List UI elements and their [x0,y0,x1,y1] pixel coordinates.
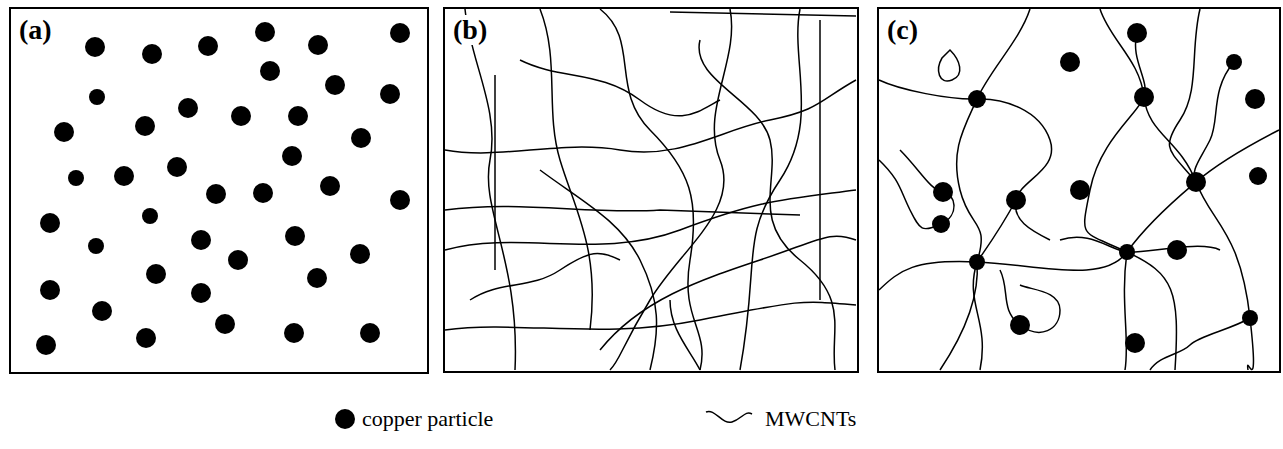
copper-particle [260,61,280,81]
copper-particle [284,323,304,343]
copper-particle [968,90,986,108]
copper-particle [231,106,251,126]
copper-particle [1134,87,1154,107]
copper-particle [933,182,953,202]
copper-particle [1010,315,1030,335]
copper-particle [320,176,340,196]
legend-particle-sample [335,409,355,429]
copper-particle [135,116,155,136]
copper-particles [36,22,410,355]
copper-particle [206,184,226,204]
panel-label: (c) [885,15,920,45]
legend-text: MWCNTs [765,406,856,432]
copper-particle [288,106,308,126]
copper-particle [390,23,410,43]
copper-particle [36,335,56,355]
copper-particle [255,22,275,42]
copper-particle [307,268,327,288]
copper-particle [142,44,162,64]
copper-particle [1249,167,1267,185]
copper-particle [167,157,187,177]
copper-particles-composite [932,23,1267,353]
copper-particle [1060,52,1080,72]
copper-particle [215,314,235,334]
copper-particle [1226,54,1242,70]
copper-particle [54,122,74,142]
copper-particle [68,170,84,186]
panel-label: (b) [451,15,489,45]
copper-particle [136,328,156,348]
panel-frame: (b) [443,7,859,373]
mwcnt-network-composite [879,9,1279,370]
copper-particle [1242,310,1258,326]
panel-frame: (c) [877,7,1281,373]
copper-particle [1127,23,1147,43]
copper-particle [89,89,105,105]
copper-particle [351,128,371,148]
copper-particle [191,230,211,250]
copper-particle [114,166,134,186]
copper-particle [390,190,410,210]
copper-particle [88,238,104,254]
copper-particle [142,208,158,224]
copper-particle [92,301,112,321]
copper-particle [325,75,345,95]
copper-particle [380,84,400,104]
copper-particle [146,264,166,284]
copper-particle [228,250,248,270]
copper-particle [285,226,305,246]
copper-particle [932,215,950,233]
copper-particle [969,254,985,270]
copper-particle [178,98,198,118]
copper-particle [1119,244,1135,260]
copper-particle [1006,190,1026,210]
mwcnt-network [445,9,856,370]
copper-particle [40,280,60,300]
copper-particle [85,37,105,57]
legend-tube-sample [706,411,752,422]
panel-label: (a) [17,15,54,45]
copper-particle [198,36,218,56]
copper-particle [350,244,370,264]
legend-text: copper particle [362,406,493,432]
copper-particle [40,213,60,233]
panel-frame: (a) [9,7,429,374]
copper-particle [282,146,302,166]
copper-particle [360,323,380,343]
copper-particle [191,283,211,303]
copper-particle [1070,180,1090,200]
copper-particle [1245,89,1265,109]
copper-particle [253,183,273,203]
copper-particle [1167,240,1187,260]
copper-particle [1125,333,1145,353]
copper-particle [1186,172,1206,192]
copper-particle [308,35,328,55]
